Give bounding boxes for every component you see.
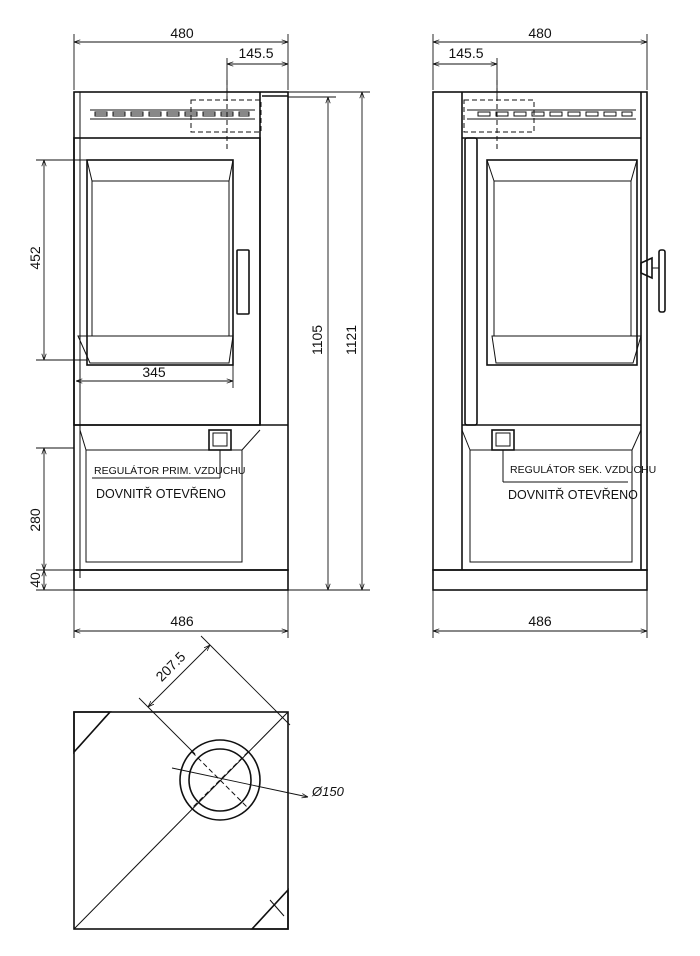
front-total-height-dimension: 1121 — [288, 91, 370, 590]
top-flue-distance-label: 207.5 — [152, 648, 188, 684]
front-regulator-label: REGULÁTOR PRIM. VZDUCHU — [94, 464, 246, 477]
front-lower-height-dimension: 280 — [27, 447, 74, 571]
top-flue-collar — [179, 739, 261, 821]
top-flue-distance-dimension: 207.5 — [138, 635, 291, 755]
front-door-handle — [236, 249, 250, 315]
front-base-height-label: 40 — [27, 572, 43, 588]
front-body-height-dimension: 1105 — [288, 96, 370, 591]
top-flue-diameter-dimension: Ø150 — [171, 767, 345, 799]
front-firebox — [91, 180, 230, 337]
front-base-height-dimension: 40 — [27, 570, 74, 591]
front-view: 480 145.5 — [27, 25, 370, 638]
top-diagonal-line — [73, 711, 289, 930]
front-flue-hidden-outline — [190, 99, 262, 133]
side-width-top-label: 480 — [528, 25, 552, 41]
side-firebox — [493, 180, 632, 337]
side-flue-offset-label: 145.5 — [448, 45, 483, 61]
side-regulator-direction: DOVNITŘ OTEVŘENO — [508, 487, 638, 502]
side-door-hinge — [464, 137, 478, 426]
front-firebox-width-label: 345 — [142, 364, 166, 380]
side-top-vent — [467, 109, 636, 120]
side-lower-compartment — [469, 449, 633, 563]
top-view: 207.5 Ø150 — [73, 635, 345, 930]
side-door-handle — [640, 249, 666, 313]
front-base — [73, 569, 289, 591]
side-flue-hidden-outline — [463, 99, 535, 133]
front-body-height-label: 1105 — [309, 325, 325, 355]
top-flue-opening — [188, 748, 252, 812]
side-width-bottom-dimension: 486 — [432, 590, 648, 638]
front-regulator-direction: DOVNITŘ OTEVŘENO — [96, 486, 226, 501]
front-firebox-width-dimension: 345 — [76, 363, 234, 388]
front-width-bottom-dimension: 486 — [73, 590, 289, 638]
side-door-glass — [486, 159, 638, 366]
front-top-vent — [90, 109, 255, 120]
top-stove-outline — [73, 711, 289, 930]
side-width-bottom-label: 486 — [528, 613, 552, 629]
side-grate — [491, 335, 642, 364]
front-width-top-label: 480 — [170, 25, 194, 41]
side-base — [432, 569, 648, 591]
front-width-top-dimension: 480 — [73, 25, 289, 90]
front-width-bottom-label: 486 — [170, 613, 194, 629]
side-view: 480 145.5 — [432, 25, 666, 638]
front-lower-compartment — [85, 449, 243, 563]
front-door-glass — [86, 159, 234, 366]
front-door-height-label: 452 — [27, 246, 43, 270]
front-grate — [77, 335, 234, 364]
top-flue-diameter-label: Ø150 — [311, 784, 345, 799]
side-regulator-label: REGULÁTOR SEK. VZDUCHU — [510, 463, 656, 476]
front-total-height-label: 1121 — [343, 325, 359, 355]
front-flue-offset-label: 145.5 — [238, 45, 273, 61]
front-lower-height-label: 280 — [27, 508, 43, 532]
front-door-height-dimension: 452 — [27, 159, 87, 361]
